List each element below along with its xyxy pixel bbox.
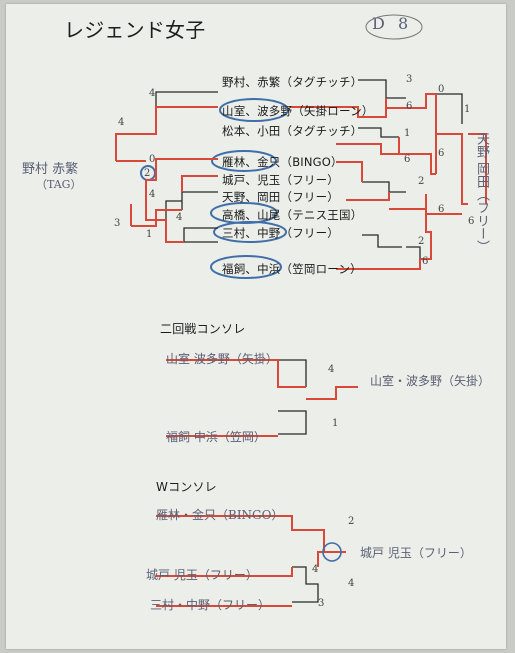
entry-9: 福飼、中浜（笠岡ローン） <box>222 262 362 276</box>
main-winner-right: 天野 岡田（フリー） <box>474 132 489 254</box>
main-winner-left-name: 野村 赤繁 <box>22 162 79 177</box>
consolation-2-entry-1: 山室 波多野（矢掛） <box>166 352 278 366</box>
consolation-w-entry-3: 三村・中野（フリー） <box>150 598 271 612</box>
entry-5: 城戸、児玉（フリー） <box>222 173 339 187</box>
left-score-1: 4 <box>149 88 156 99</box>
entry-2: 山室、波多野（矢掛ローン） <box>222 104 374 118</box>
right-score-8: 6 <box>438 204 445 215</box>
consolation-w-entry-2: 城戸 児玉（フリー） <box>146 568 258 582</box>
right-score-7: 6 <box>438 148 445 159</box>
right-score-3: 6 <box>406 101 413 112</box>
right-score-10: 6 <box>422 256 429 267</box>
right-score-6: 2 <box>418 176 425 187</box>
consolation-w-score-4: 3 <box>318 598 325 609</box>
consolation-w-score-3: 4 <box>348 578 355 589</box>
consolation-w-entry-1: 雁林・金只（BINGO） <box>156 508 284 522</box>
corner-mark-right: 8 <box>398 14 409 33</box>
consolation-w-score-1: 2 <box>348 516 355 527</box>
corner-mark-left: D <box>372 14 385 33</box>
left-score-7: 1 <box>146 229 153 240</box>
right-score-1: 3 <box>406 74 413 85</box>
left-score-4: 2 <box>144 168 151 179</box>
entry-4: 雁林、金只（BINGO） <box>222 155 343 169</box>
page-title: レジェンド女子 <box>64 18 206 42</box>
left-score-5: 4 <box>149 189 156 200</box>
consolation-w-heading: Wコンソレ <box>156 480 217 494</box>
right-score-5: 1 <box>404 128 411 139</box>
score-sheet: レジェンド女子 D 8 <box>6 4 506 649</box>
entry-3: 松本、小田（タグチッチ） <box>222 124 363 138</box>
left-score-8: 3 <box>114 218 121 229</box>
main-winner-left-team: （TAG） <box>36 178 82 191</box>
consolation-2-entry-2: 福飼 中浜（笠岡） <box>166 430 266 444</box>
bracket-drawing <box>115 14 487 607</box>
entry-7: 高橋、山尾（テニス王国） <box>222 208 363 222</box>
entry-8: 三村、中野（フリー） <box>222 226 339 240</box>
entry-6: 天野、岡田（フリー） <box>222 190 339 204</box>
right-score-4: 6 <box>404 154 411 165</box>
right-score-2: 0 <box>438 84 445 95</box>
consolation-w-winner: 城戸 児玉（フリー） <box>360 546 472 560</box>
right-score-11: 1 <box>464 104 471 115</box>
left-score-2: 4 <box>118 117 125 128</box>
entry-1: 野村、赤繁（タグチッチ） <box>222 75 363 89</box>
left-score-6: 4 <box>176 212 183 223</box>
right-score-9: 2 <box>418 236 425 247</box>
consolation-2-heading: 二回戦コンソレ <box>160 322 246 336</box>
consolation-2-score-2: 1 <box>332 418 339 429</box>
consolation-2-score-1: 4 <box>328 364 335 375</box>
right-score-12: 6 <box>468 216 475 227</box>
left-score-3: 0 <box>149 154 156 165</box>
consolation-w-score-2: 4 <box>312 564 319 575</box>
consolation-2-winner: 山室・波多野（矢掛） <box>370 374 491 388</box>
